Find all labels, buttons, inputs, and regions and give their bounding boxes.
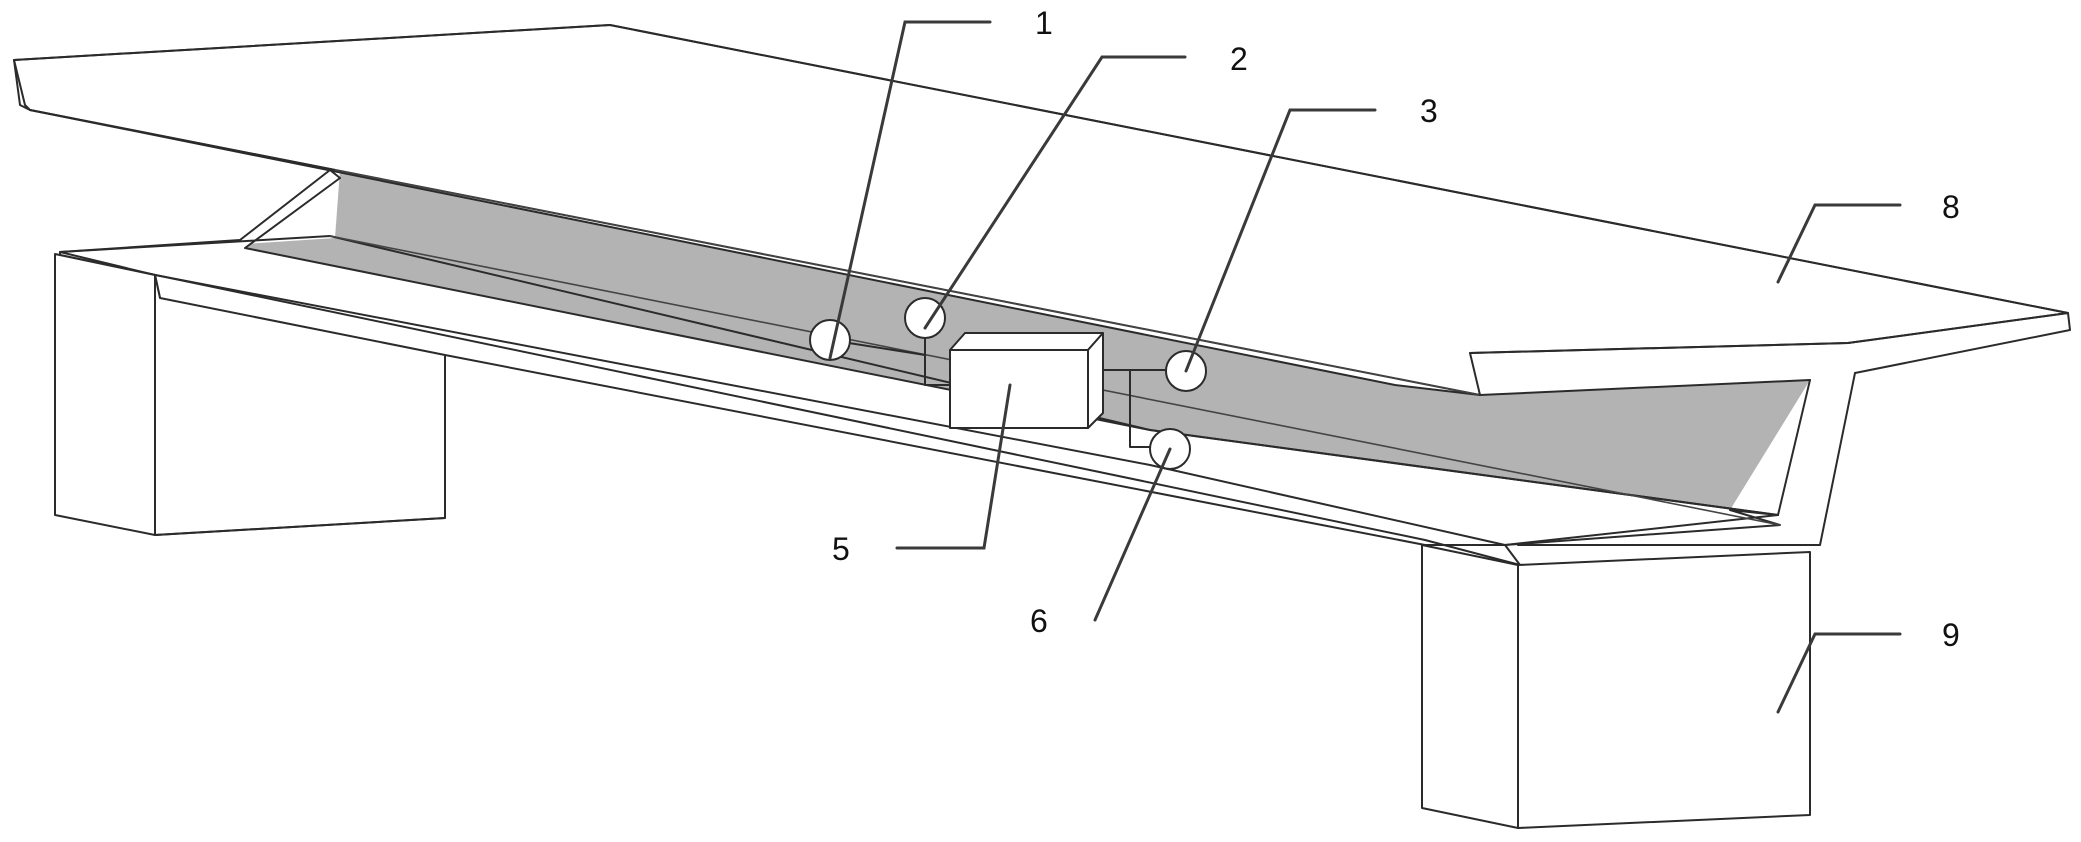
- label-1: 1: [1035, 5, 1053, 41]
- leader-3: [1184, 108, 1377, 373]
- deck-slab-underside-far: [334, 169, 1481, 396]
- sensor-1: [809, 319, 851, 361]
- controller-box-front: [949, 349, 1089, 429]
- bottom-slab-top-edge: [59, 235, 1779, 516]
- label-5: 5: [832, 531, 850, 567]
- deck-slab-underside-right: [1479, 379, 1811, 396]
- sensor-2: [904, 297, 946, 339]
- leader-8: [1776, 203, 1902, 284]
- left-pier-front: [54, 253, 156, 536]
- bottom-slab-lower-edge: [444, 354, 1779, 546]
- controller-box-side: [1087, 332, 1104, 429]
- bottom-slab-inner-edge: [154, 274, 1506, 546]
- leader-2: [923, 55, 1187, 330]
- deck-slab-ridge: [609, 24, 2069, 314]
- left-pier-side: [154, 274, 446, 536]
- label-9: 9: [1942, 617, 1960, 653]
- right-pier-side: [1421, 544, 1519, 829]
- label-6: 6: [1030, 603, 1048, 639]
- leader-1: [828, 20, 992, 360]
- label-3: 3: [1420, 93, 1438, 129]
- deck-slab-underside: [29, 109, 336, 171]
- left-pier-bottom: [154, 517, 446, 536]
- leader-9: [1776, 632, 1902, 714]
- wire-sensor-1: [829, 339, 951, 386]
- right-pier-front: [1517, 551, 1811, 829]
- controller-box-top: [949, 332, 1104, 351]
- box-girder-right-web: [1517, 372, 1856, 546]
- label-8: 8: [1942, 189, 1960, 225]
- leader-6: [1093, 447, 1172, 622]
- box-girder-inner-right-web: [1777, 379, 1811, 516]
- leader-5: [895, 383, 1012, 550]
- deck-slab-top-edge: [13, 24, 611, 61]
- label-2: 2: [1230, 41, 1248, 77]
